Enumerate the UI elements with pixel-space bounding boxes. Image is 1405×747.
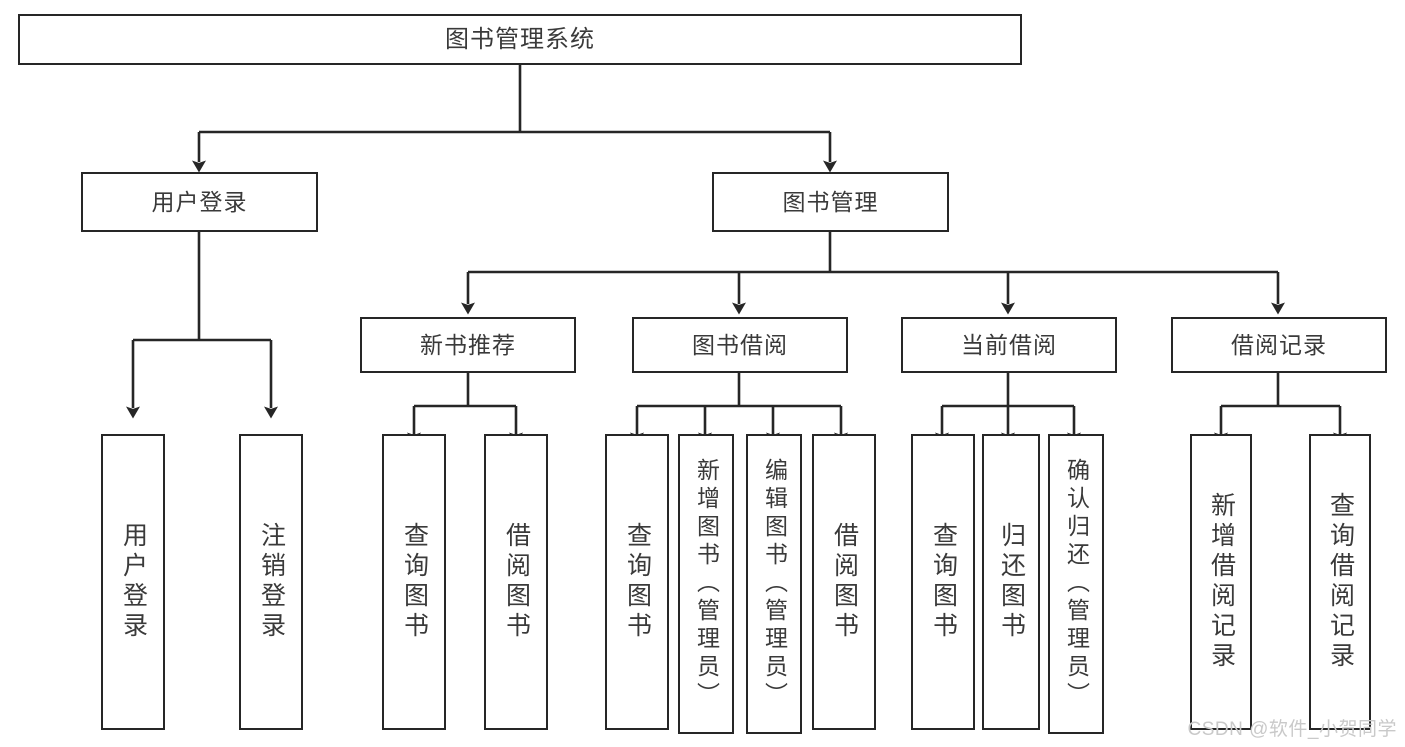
leaf-edit-book-admin-label: 编辑图书（管理员）: [761, 458, 788, 710]
leaf-add-borrow-record-label: 新增借阅记录: [1207, 492, 1236, 672]
leaf-borrow-book-recommend-label: 借阅图书: [502, 522, 531, 642]
leaf-query-borrow-record[interactable]: 查询借阅记录: [1309, 434, 1371, 730]
node-root-label: 图书管理系统: [445, 25, 595, 53]
node-book-borrow-label: 图书借阅: [692, 331, 788, 358]
leaf-query-book-current[interactable]: 查询图书: [911, 434, 975, 730]
leaf-add-borrow-record[interactable]: 新增借阅记录: [1190, 434, 1252, 730]
leaf-query-borrow-record-label: 查询借阅记录: [1326, 492, 1355, 672]
node-book-management-label: 图书管理: [782, 188, 879, 215]
leaf-logout-login[interactable]: 注销登录: [239, 434, 303, 730]
leaf-logout-login-label: 注销登录: [257, 522, 286, 642]
leaf-borrow-book-borrow[interactable]: 借阅图书: [812, 434, 876, 730]
node-current-borrow-label: 当前借阅: [961, 331, 1057, 358]
leaf-confirm-return-admin[interactable]: 确认归还（管理员）: [1048, 434, 1104, 734]
leaf-add-book-admin[interactable]: 新增图书（管理员）: [678, 434, 734, 734]
leaf-query-book-recommend-label: 查询图书: [400, 522, 429, 642]
leaf-return-book-label: 归还图书: [997, 522, 1026, 642]
node-root-book-management-system[interactable]: 图书管理系统: [18, 14, 1022, 65]
node-user-login-label: 用户登录: [151, 188, 248, 215]
leaf-query-book-borrow-label: 查询图书: [623, 522, 652, 642]
leaf-borrow-book-borrow-label: 借阅图书: [830, 522, 859, 642]
leaf-edit-book-admin[interactable]: 编辑图书（管理员）: [746, 434, 802, 734]
leaf-user-login-label: 用户登录: [119, 522, 148, 642]
leaf-query-book-current-label: 查询图书: [929, 522, 958, 642]
leaf-query-book-recommend[interactable]: 查询图书: [382, 434, 446, 730]
leaf-return-book[interactable]: 归还图书: [982, 434, 1040, 730]
node-new-book-recommend-label: 新书推荐: [420, 331, 516, 358]
leaf-user-login[interactable]: 用户登录: [101, 434, 165, 730]
node-borrow-record-label: 借阅记录: [1231, 331, 1327, 358]
node-current-borrow[interactable]: 当前借阅: [901, 317, 1117, 373]
leaf-borrow-book-recommend[interactable]: 借阅图书: [484, 434, 548, 730]
leaf-query-book-borrow[interactable]: 查询图书: [605, 434, 669, 730]
node-book-borrow[interactable]: 图书借阅: [632, 317, 848, 373]
csdn-watermark: CSDN @软件_小贺同学: [1187, 719, 1397, 740]
node-new-book-recommend[interactable]: 新书推荐: [360, 317, 576, 373]
node-borrow-record[interactable]: 借阅记录: [1171, 317, 1387, 373]
leaf-confirm-return-admin-label: 确认归还（管理员）: [1063, 458, 1090, 710]
node-book-management[interactable]: 图书管理: [712, 172, 949, 232]
leaf-add-book-admin-label: 新增图书（管理员）: [693, 458, 720, 710]
node-user-login[interactable]: 用户登录: [81, 172, 318, 232]
